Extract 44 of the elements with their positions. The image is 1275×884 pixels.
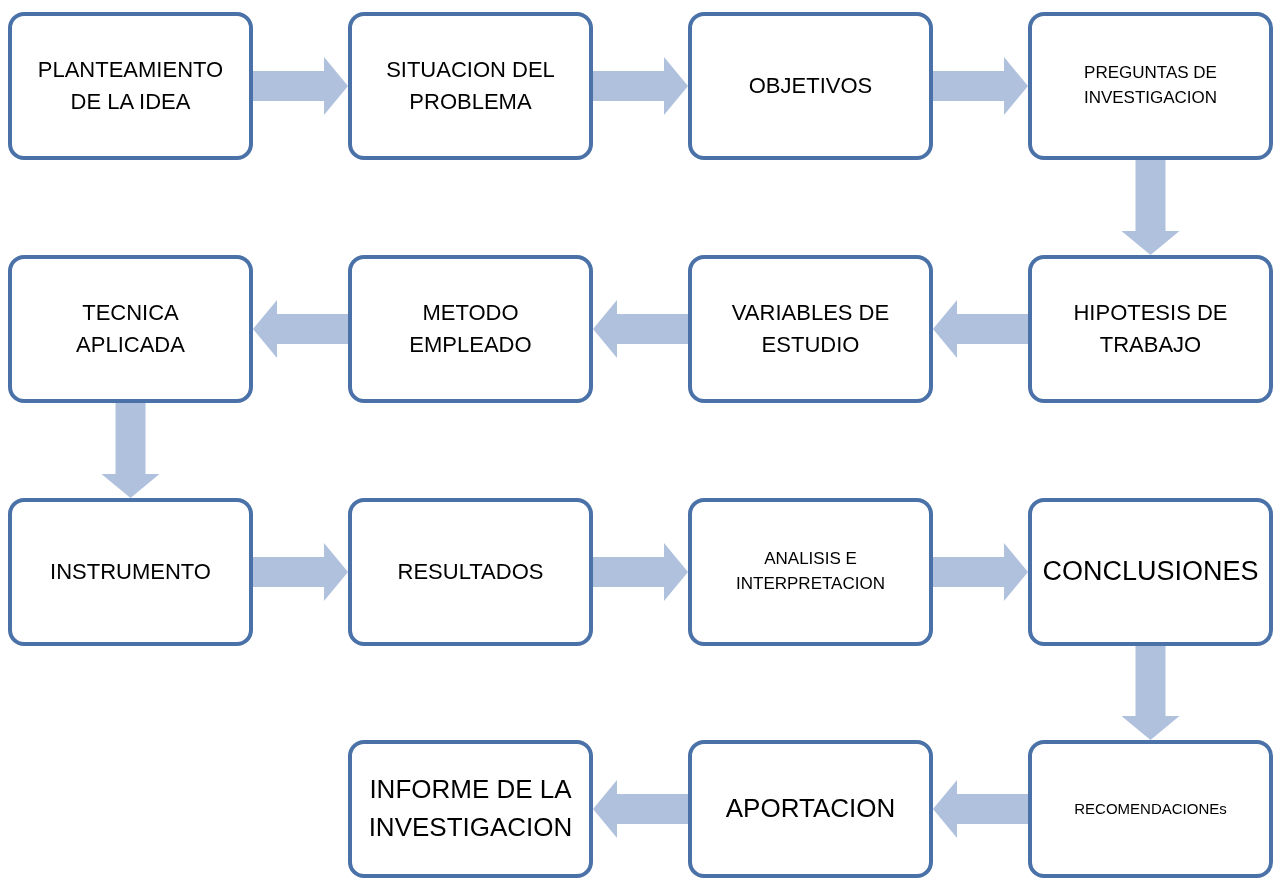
block-arrow <box>933 780 1028 838</box>
process-box <box>8 255 253 403</box>
block-arrow <box>253 300 348 358</box>
step-label: INFORME DE LA INVESTIGACION <box>367 773 574 844</box>
step-label: SITUACION DEL PROBLEMA <box>385 56 556 116</box>
step-label: RECOMENDACIONEs <box>1074 799 1227 820</box>
block-arrow <box>253 57 348 115</box>
process-box <box>688 498 933 646</box>
process-box <box>1028 12 1273 160</box>
process-box <box>348 255 593 403</box>
block-arrow <box>593 543 688 601</box>
step-label: PREGUNTAS DE INVESTIGACION <box>1082 62 1219 109</box>
step-label: OBJETIVOS <box>748 72 873 101</box>
process-box <box>688 12 933 160</box>
block-arrow <box>593 57 688 115</box>
process-box <box>348 498 593 646</box>
process-box <box>1028 740 1273 878</box>
block-arrow <box>1121 646 1180 740</box>
step-label: METODO EMPLEADO <box>408 299 533 359</box>
process-box <box>348 12 593 160</box>
block-arrow <box>253 543 348 601</box>
block-arrow <box>933 543 1028 601</box>
step-label: HIPOTESIS DE TRABAJO <box>1072 299 1229 359</box>
block-arrow <box>933 57 1028 115</box>
process-box <box>688 255 933 403</box>
process-box <box>688 740 933 878</box>
step-label: VARIABLES DE ESTUDIO <box>730 299 891 359</box>
block-arrow <box>933 300 1028 358</box>
step-label: TECNICA APLICADA <box>75 299 186 359</box>
step-label: ANALISIS E INTERPRETACION <box>735 548 886 595</box>
block-arrow <box>101 403 160 498</box>
process-box <box>8 498 253 646</box>
process-box <box>348 740 593 878</box>
process-box <box>1028 255 1273 403</box>
step-label: INSTRUMENTO <box>50 558 211 587</box>
block-arrow <box>1121 160 1180 255</box>
process-box <box>1028 498 1273 646</box>
process-box <box>8 12 253 160</box>
block-arrow <box>593 780 688 838</box>
step-label: CONCLUSIONES <box>1042 555 1259 589</box>
step-label: PLANTEAMIENTO DE LA IDEA <box>36 56 225 116</box>
step-label: APORTACION <box>725 792 896 826</box>
block-arrow <box>593 300 688 358</box>
step-label: RESULTADOS <box>397 558 544 587</box>
